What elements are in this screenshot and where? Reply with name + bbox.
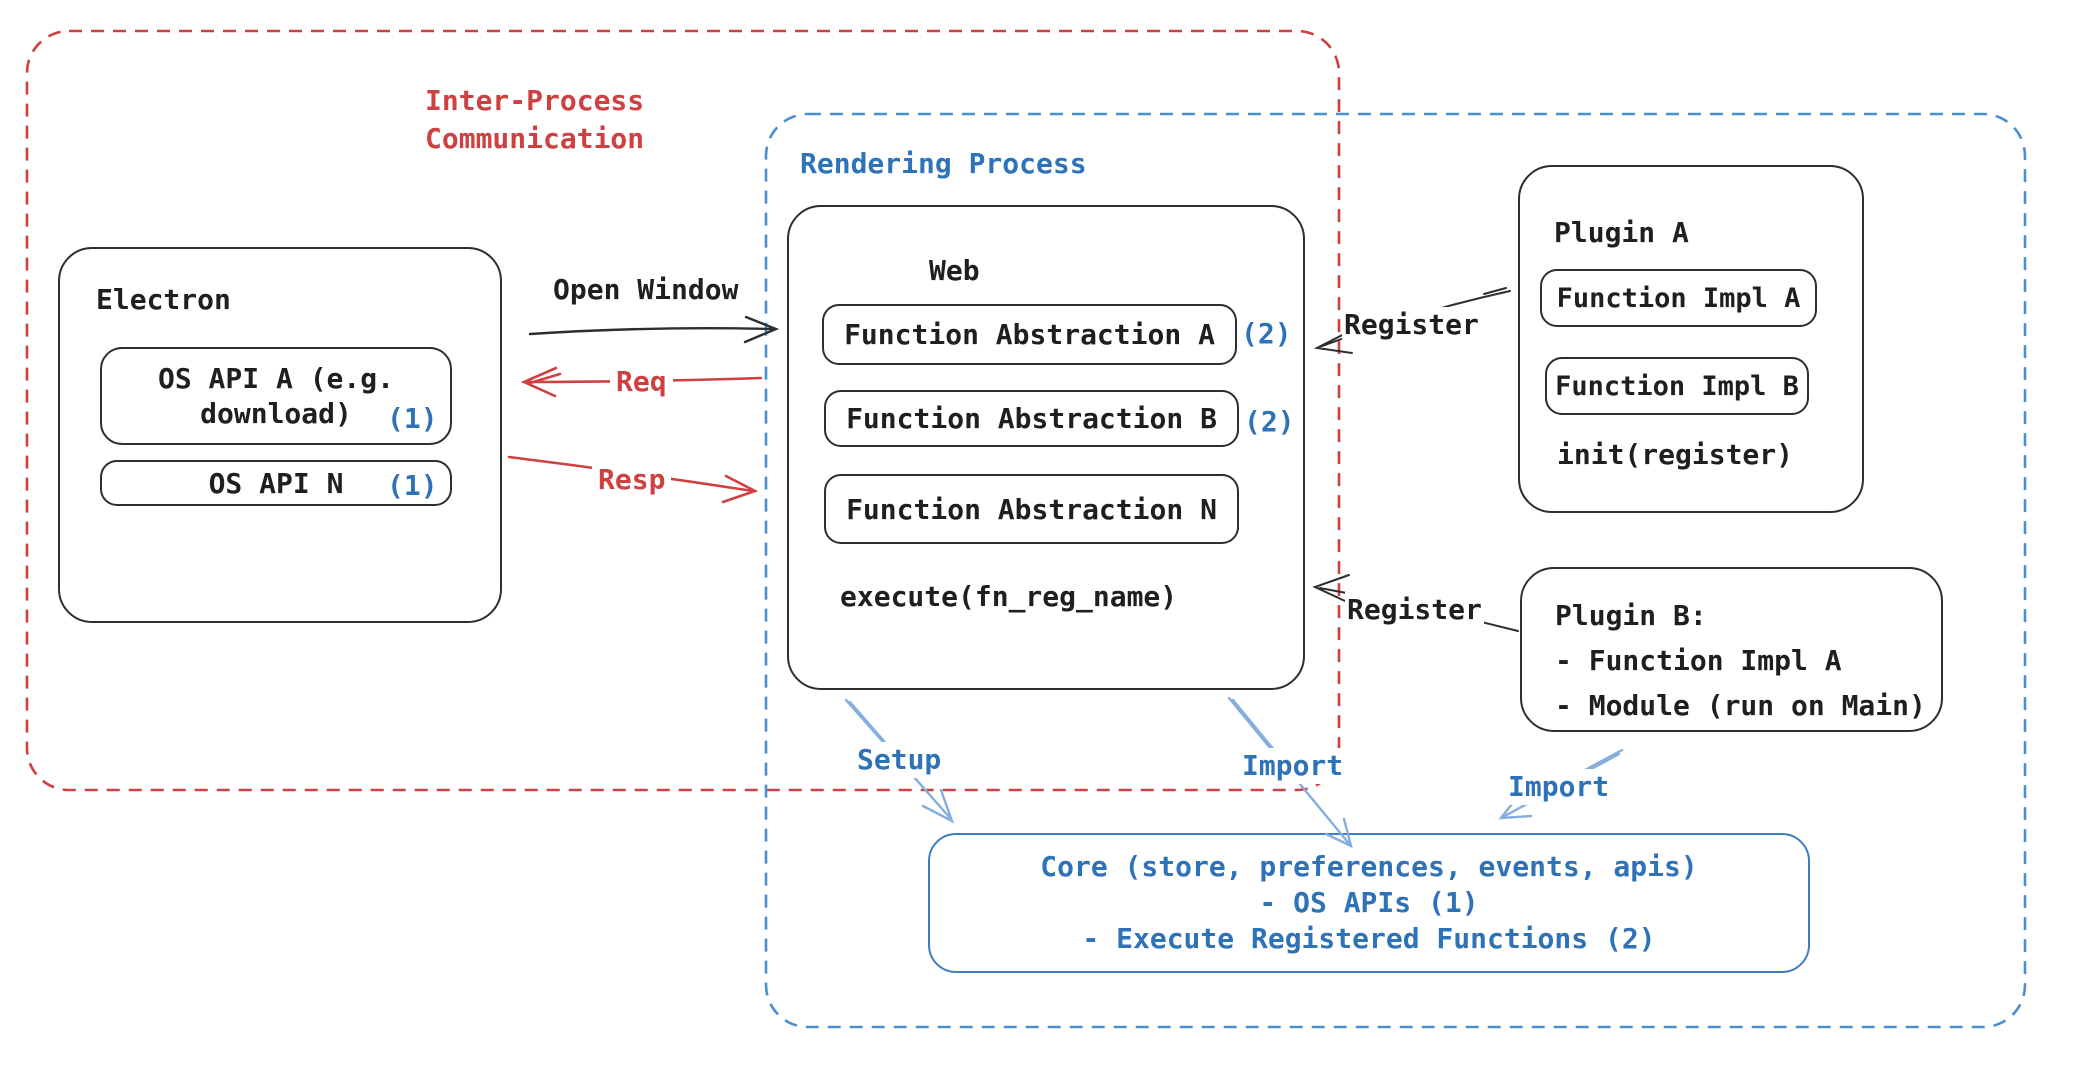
open-window-arrow [528, 315, 780, 344]
electron-title: Electron [96, 283, 231, 316]
os-api-n-label: OS API N [208, 466, 344, 500]
os-api-n-box: OS API N (1) [100, 460, 452, 506]
function-impl-a-label: Function Impl A [1556, 282, 1801, 314]
register-bottom-label: Register [1345, 592, 1484, 628]
function-abstraction-n-label: Function Abstraction N [846, 492, 1217, 526]
electron-box: Electron OS API A (e.g. download) (1) OS… [58, 247, 502, 623]
setup-label: Setup [851, 742, 948, 778]
function-abstraction-b-badge: (2) [1244, 405, 1295, 438]
plugin-b-box: Plugin B:- Function Impl A- Module (run … [1520, 567, 1943, 732]
function-abstraction-a-badge: (2) [1241, 317, 1292, 350]
function-abstraction-n-box: Function Abstraction N [824, 474, 1239, 544]
rendering-process-title: Rendering Process [800, 147, 1087, 180]
function-abstraction-b-box: Function Abstraction B [824, 390, 1239, 447]
execute-label: execute(fn_reg_name) [840, 580, 1178, 613]
function-impl-a-box: Function Impl A [1540, 269, 1817, 327]
function-impl-b-box: Function Impl B [1545, 357, 1809, 415]
import-mid-label: Import [1236, 748, 1350, 784]
core-content: Core (store, preferences, events, apis)-… [1040, 850, 1698, 955]
plugin-a-title: Plugin A [1554, 216, 1689, 249]
os-api-a-box: OS API A (e.g. download) (1) [100, 347, 452, 445]
resp-label: Resp [592, 462, 672, 498]
register-top-label: Register [1342, 307, 1481, 343]
plugin-b-content: Plugin B:- Function Impl A- Module (run … [1555, 599, 1926, 722]
core-box: Core (store, preferences, events, apis)-… [928, 833, 1810, 973]
function-abstraction-a-label: Function Abstraction A [844, 318, 1215, 351]
function-impl-b-label: Function Impl B [1555, 370, 1799, 402]
os-api-a-badge: (1) [387, 402, 438, 435]
web-box: Web Function Abstraction A (2) Function … [787, 205, 1305, 690]
import-right-label: Import [1502, 769, 1616, 805]
function-abstraction-b-label: Function Abstraction B [846, 402, 1217, 435]
os-api-n-badge: (1) [387, 469, 438, 502]
function-abstraction-a-box: Function Abstraction A [822, 304, 1237, 365]
init-register-label: init(register) [1557, 438, 1794, 471]
os-api-a-label-line2: download) [200, 397, 352, 430]
web-title: Web [929, 254, 980, 287]
open-window-label: Open Window [553, 273, 739, 306]
req-label: Req [610, 364, 673, 400]
os-api-a-label-line1: OS API A (e.g. [157, 362, 394, 395]
plugin-a-box: Plugin A Function Impl A Function Impl B… [1518, 165, 1864, 513]
